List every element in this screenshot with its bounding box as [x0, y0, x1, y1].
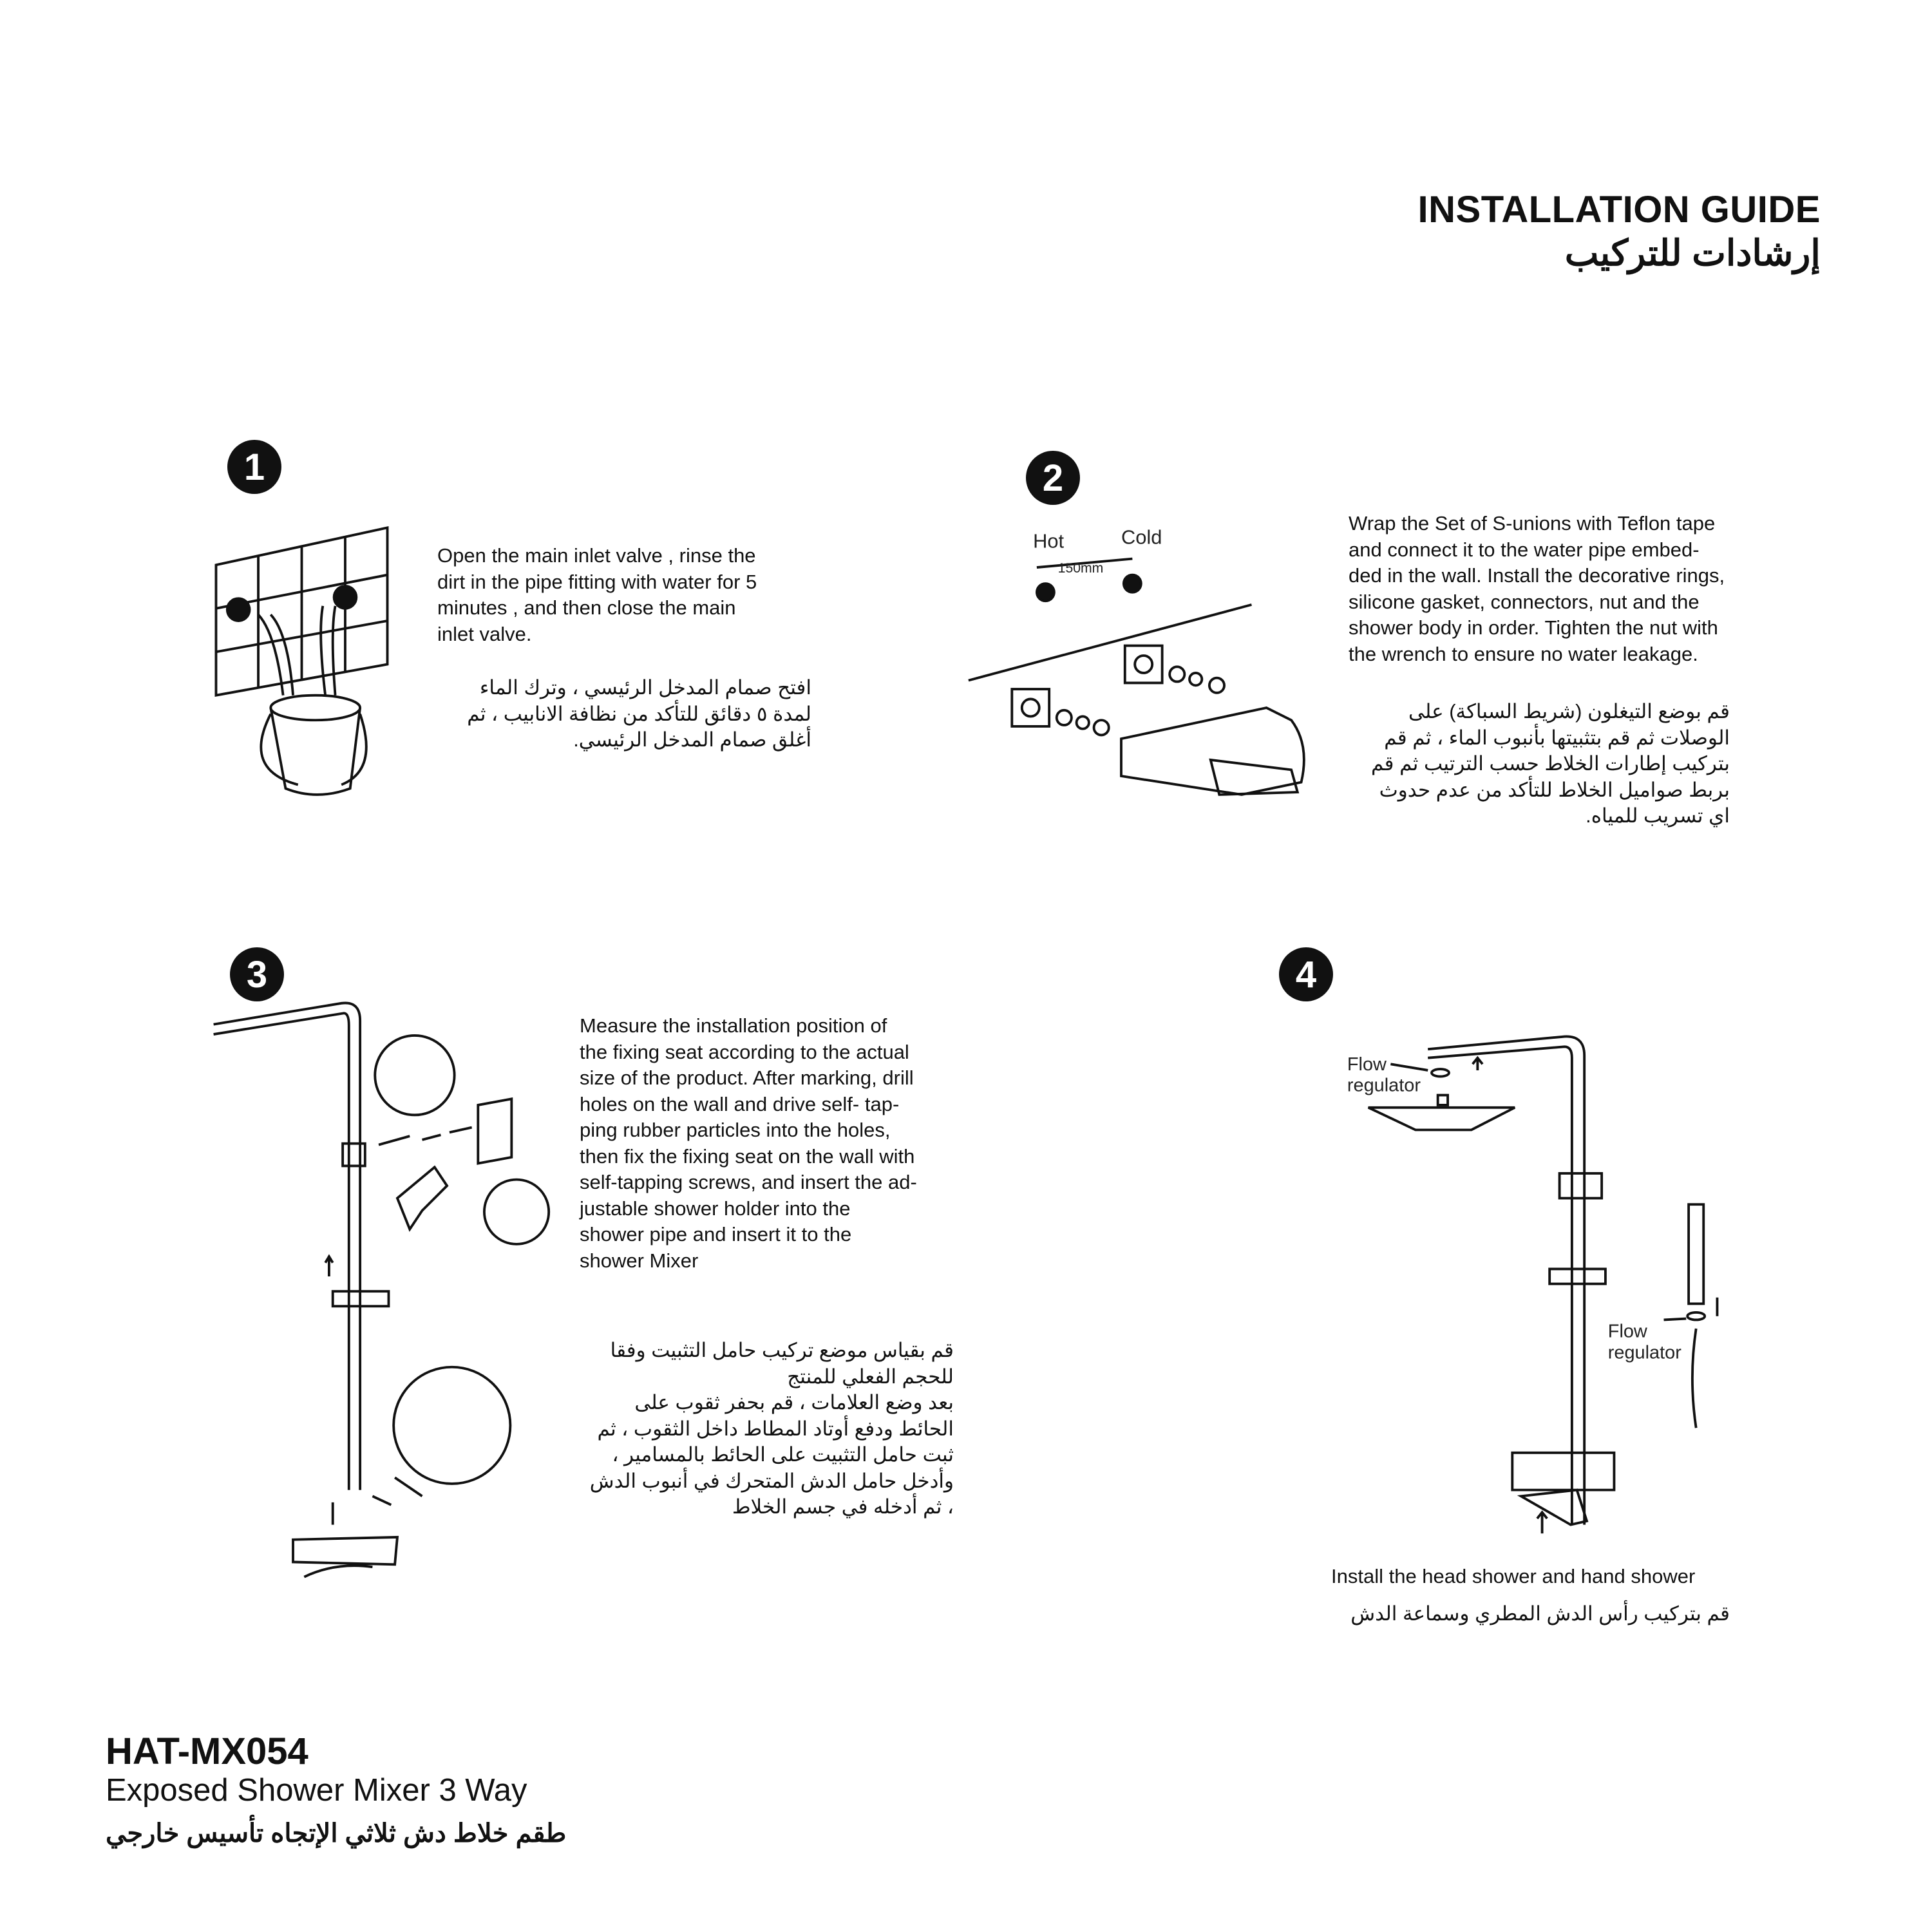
flow-regulator-label-top-2: regulator — [1347, 1075, 1421, 1096]
text-line: بربط صواميل الخلاط للتأكد من عدم حدوث — [1379, 778, 1730, 801]
text-line: Install the head shower and hand shower — [1331, 1565, 1696, 1587]
text-line: للحجم الفعلي للمنتج — [787, 1365, 954, 1388]
drill-icon — [395, 1165, 449, 1232]
text-line: then fix the fixing seat on the wall wit… — [580, 1144, 915, 1168]
step-1-text-arabic: افتح صمام المدخل الرئيسي ، وترك الماء لم… — [467, 675, 811, 753]
text-line: بتركيب إطارات الخلاط حسب الترتيب ثم قم — [1371, 752, 1730, 775]
text-line: قم بقياس موضع تركيب حامل التثبيت وفقا — [610, 1339, 954, 1361]
text-line: Open the main inlet valve , rinse the — [437, 544, 756, 567]
flow-regulator-label-hand: Flow — [1608, 1321, 1647, 1341]
text-line: shower pipe and insert it to the — [580, 1223, 852, 1245]
step4-illustration: Flow regulator Flow regulator — [1347, 1035, 1719, 1534]
text-line: وأدخل حامل الدش المتحرك في أنبوب الدش — [589, 1469, 954, 1492]
step-3-text-arabic: قم بقياس موضع تركيب حامل التثبيت وفقا لل… — [590, 1338, 954, 1520]
page-title-arabic: إرشادات للتركيب — [1564, 232, 1821, 273]
step2-illustration: Hot Cold 150mm — [968, 526, 1305, 796]
text-line: shower Mixer — [580, 1249, 699, 1272]
product-model: HAT-MX054 — [106, 1730, 308, 1772]
step-2-text: Wrap the Set of S-unions with Teflon tap… — [1349, 511, 1725, 667]
head-shower-icon — [1367, 1106, 1516, 1132]
text-line: self-tapping screws, and insert the ad- — [580, 1171, 917, 1193]
text-line: ، ثم أدخله في جسم الخلاط — [732, 1495, 954, 1518]
text-line: holes on the wall and drive self- tap- — [580, 1092, 900, 1115]
cold-inlet-icon — [332, 585, 358, 610]
product-name-arabic: طقم خلاط دش ثلاثي الإتجاه تأسيس خارجي — [106, 1819, 567, 1848]
text-line: الحائط ودفع أوتاد المطاط داخل الثقوب ، ث… — [597, 1417, 954, 1440]
step-2-text-arabic: قم بوضع التيغلون (شريط السباكة) على الوص… — [1371, 699, 1730, 829]
text-line: لمدة ٥ دقائق للتأكد من نظافة الانابيب ، … — [467, 702, 811, 725]
text-line: inlet valve. — [437, 622, 532, 645]
step-1-badge: 1 — [227, 440, 281, 494]
mixer-body-icon — [1120, 706, 1305, 796]
step1-illustration — [214, 526, 389, 796]
text-line: Wrap the Set of S-unions with Teflon tap… — [1349, 512, 1716, 535]
text-line: silicone gasket, connectors, nut and the — [1349, 590, 1700, 613]
flow-regulator-label-top: Flow — [1347, 1054, 1387, 1075]
text-line: بعد وضع العلامات ، قم بحفر ثقوب على — [634, 1391, 954, 1414]
text-line: dirt in the pipe fitting with water for … — [437, 570, 757, 593]
product-name: Exposed Shower Mixer 3 Way — [106, 1773, 527, 1808]
hot-inlet-icon — [225, 597, 251, 622]
text-line: and connect it to the water pipe embed- — [1349, 538, 1700, 561]
hot-label: Hot — [1033, 529, 1064, 552]
distance-label: 150mm — [1058, 561, 1104, 576]
step-4-badge: 4 — [1279, 947, 1333, 1001]
step-4-text: Install the head shower and hand shower — [1331, 1564, 1695, 1590]
text-line: ping rubber particles into the holes, — [580, 1119, 891, 1141]
step3-illustration — [213, 1001, 551, 1578]
text-line: قم بوضع التيغلون (شريط السباكة) على — [1408, 700, 1730, 723]
page-title: INSTALLATION GUIDE — [1417, 189, 1821, 231]
hand-shower-icon — [1687, 1203, 1705, 1305]
step-2-badge: 2 — [1026, 451, 1080, 505]
text-line: ثبت حامل التثبيت على الحائط بالمسامير ، — [612, 1443, 954, 1466]
step-3-text: Measure the installation position of the… — [580, 1013, 917, 1274]
text-line: minutes , and then close the main — [437, 596, 736, 619]
step-4-text-arabic: قم بتركيب رأس الدش المطري وسماعة الدش — [1350, 1601, 1730, 1627]
flow-regulator-label-hand-2: regulator — [1608, 1342, 1681, 1363]
text-line: افتح صمام المدخل الرئيسي ، وترك الماء — [479, 676, 811, 699]
text-line: اي تسريب للمياه. — [1586, 804, 1730, 827]
step-3-badge: 3 — [230, 947, 284, 1001]
step-1-text: Open the main inlet valve , rinse the di… — [437, 543, 757, 647]
text-line: الوصلات ثم قم بتثبيتها بأنبوب الماء ، ثم… — [1384, 726, 1730, 749]
text-line: the fixing seat according to the actual — [580, 1040, 909, 1063]
text-line: shower body in order. Tighten the nut wi… — [1349, 616, 1718, 639]
bucket-icon — [269, 707, 362, 796]
text-line: the wrench to ensure no water leakage. — [1349, 642, 1698, 665]
text-line: ded in the wall. Install the decorative … — [1349, 564, 1725, 587]
text-line: Measure the installation position of — [580, 1014, 887, 1037]
cold-label: Cold — [1121, 526, 1162, 548]
text-line: أغلق صمام المدخل الرئيسي. — [573, 728, 811, 751]
text-line: justable shower holder into the — [580, 1197, 851, 1220]
text-line: size of the product. After marking, dril… — [580, 1066, 914, 1089]
text-line: قم بتركيب رأس الدش المطري وسماعة الدش — [1350, 1602, 1730, 1625]
